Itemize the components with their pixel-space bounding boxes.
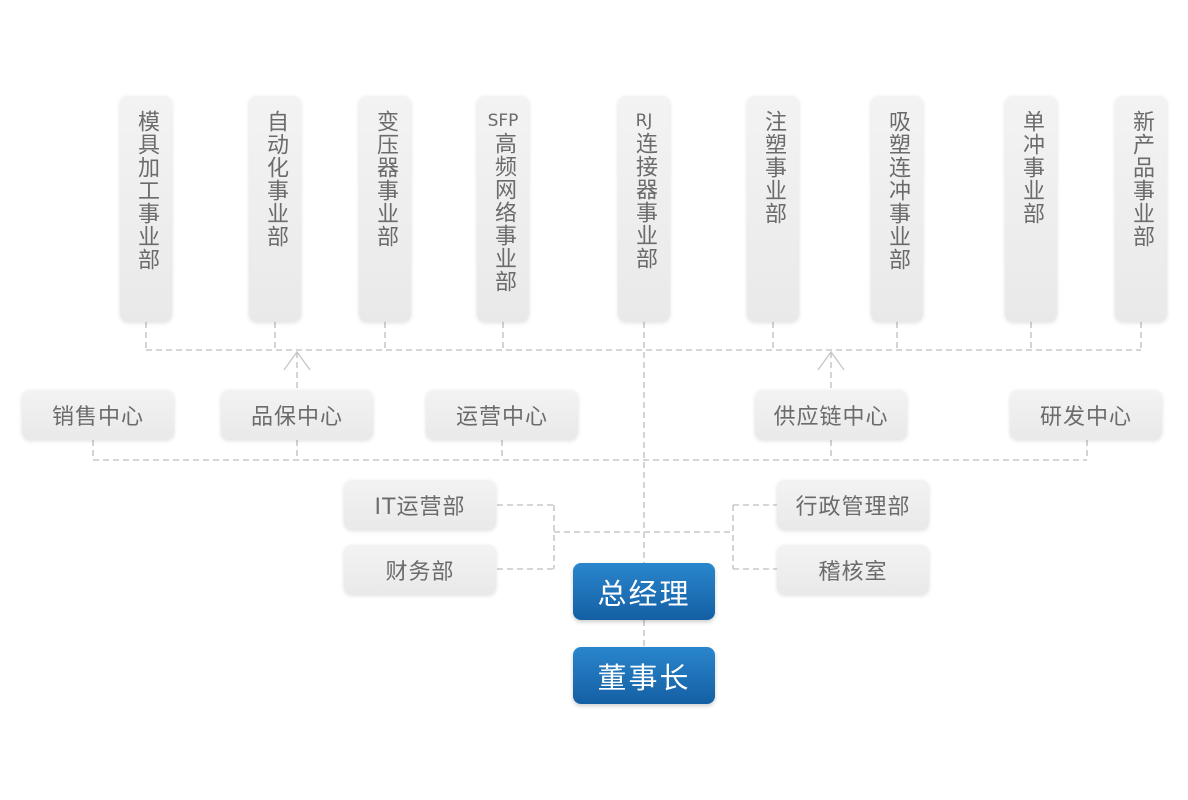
business-unit-single-stamping: 单冲事业部 bbox=[1005, 96, 1057, 322]
business-unit-rj-connector: RJ 连接器事业部 bbox=[618, 96, 670, 322]
center-sales: 销售中心 bbox=[22, 390, 174, 440]
business-unit-injection-molding: 注塑事业部 bbox=[747, 96, 799, 322]
business-unit-label: 单冲事业部 bbox=[1019, 110, 1044, 225]
business-unit-label: 新产品事业部 bbox=[1129, 110, 1154, 248]
dept-finance: 财务部 bbox=[344, 545, 496, 595]
business-unit-label: 注塑事业部 bbox=[761, 110, 786, 225]
center-quality-assurance: 品保中心 bbox=[221, 390, 373, 440]
business-unit-transformer: 变压器事业部 bbox=[359, 96, 411, 322]
dept-administration: 行政管理部 bbox=[777, 480, 929, 530]
business-unit-prefix: SFP bbox=[487, 111, 519, 131]
business-unit-label: 吸塑连冲事业部 bbox=[885, 110, 910, 271]
chairman-box: 董事长 bbox=[573, 647, 715, 704]
business-unit-label: 变压器事业部 bbox=[373, 110, 398, 248]
center-rnd: 研发中心 bbox=[1010, 390, 1162, 440]
business-unit-new-product: 新产品事业部 bbox=[1115, 96, 1167, 322]
dept-audit: 稽核室 bbox=[777, 545, 929, 595]
business-unit-label: 高频网络事业部 bbox=[491, 132, 516, 293]
business-unit-prefix: RJ bbox=[635, 111, 653, 131]
business-unit-label: 自动化事业部 bbox=[263, 110, 288, 248]
business-unit-automation: 自动化事业部 bbox=[249, 96, 301, 322]
business-unit-sfp-hf-network: SFP 高频网络事业部 bbox=[477, 96, 529, 322]
business-unit-blister-stamping: 吸塑连冲事业部 bbox=[871, 96, 923, 322]
center-supply-chain: 供应链中心 bbox=[755, 390, 907, 440]
general-manager-box: 总经理 bbox=[573, 563, 715, 620]
business-unit-label: 模具加工事业部 bbox=[134, 110, 159, 271]
business-unit-label: 连接器事业部 bbox=[632, 132, 657, 270]
business-unit-mold-processing: 模具加工事业部 bbox=[120, 96, 172, 322]
center-operations: 运营中心 bbox=[426, 390, 578, 440]
dept-it-operations: IT运营部 bbox=[344, 480, 496, 530]
